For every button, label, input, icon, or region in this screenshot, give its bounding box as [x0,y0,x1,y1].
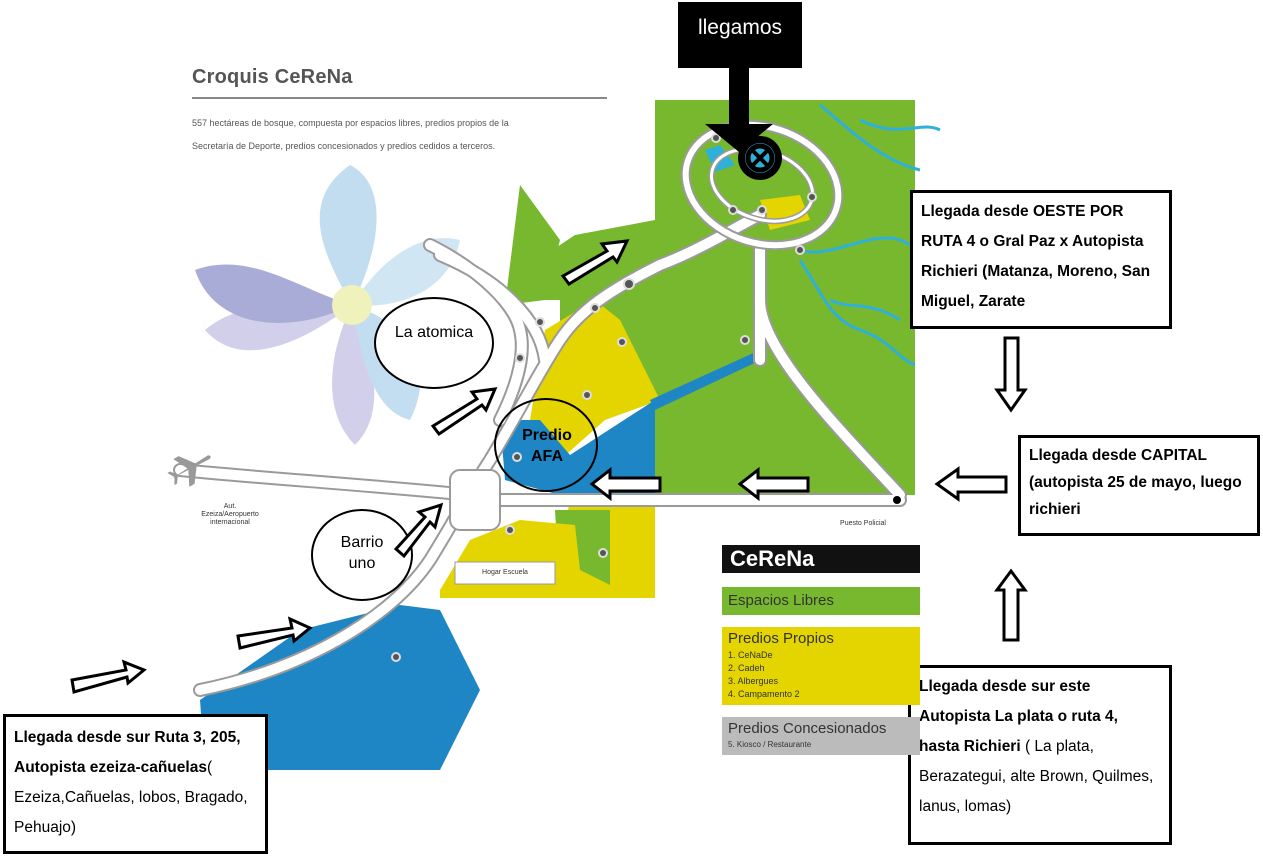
arrow-sur-2 [236,616,313,650]
arrow-atomica [430,387,498,437]
blue-strip [650,350,765,410]
blue-zone-afa [500,400,655,495]
arrow-capital-2 [737,466,810,502]
roads [173,208,907,697]
legend-item: 2. Cadeh [728,663,765,673]
blue-zone-south [200,605,480,770]
arrow-sur-1 [70,659,147,694]
arrival-capital-text: Llegada desde CAPITAL (autopista 25 de m… [1029,447,1242,518]
legend-item: 3. Albergues [728,676,779,686]
la-atomica-ellipse [374,297,494,389]
arrival-oeste-box: Llegada desde OESTE POR RUTA 4 o Gral Pa… [910,190,1172,329]
arrow-capital-3 [934,466,1008,502]
direction-arrows [70,239,1028,694]
predio-afa-label: Predio AFA [522,427,572,465]
title-divider [192,97,607,99]
map-description: 557 hectáreas de bosque, compuesta por e… [192,118,509,151]
airport-label: Aut. Ezeiza/Aeropuerto internacional [201,503,259,526]
destination-marker-icon [738,136,782,180]
legend-item: 5. Kiosco / Restaurante [728,740,812,749]
legend-concesionados-title: Predios Concesionados [728,720,887,737]
legend-item: 4. Campamento 2 [728,689,800,699]
arrival-sur-box: Llegada desde sur Ruta 3, 205, Autopista… [3,714,268,854]
arrival-capital-box: Llegada desde CAPITAL (autopista 25 de m… [1018,435,1260,536]
puesto-dot [893,496,901,504]
map-title: Croquis CeReNa [192,66,353,88]
arrival-sur-este-cities: ( La plata, Berazategui, alte Brown, Qui… [919,738,1154,815]
barrio-uno-ellipse [311,509,413,601]
legend-predios-propios: Predios Propios 1. CeNaDe 2. Cadeh 3. Al… [722,627,920,705]
arrow-oeste-down [994,336,1028,413]
legend-title: CeReNa [722,545,920,573]
arrow-capital-1 [589,466,662,502]
llegamos-arrow-shaft [729,68,749,126]
arrival-sur-este-text: Llegada desde sur este Autopista La plat… [919,678,1118,755]
legend-propios-title: Predios Propios [728,630,834,647]
hogar-escuela-label: Hogar Escuela [482,569,528,576]
junction [449,469,501,531]
arrow-top [560,239,630,286]
legend-item: 1. CeNaDe [728,650,773,660]
cerena-logo [195,165,460,445]
arrow-barrio [393,502,444,559]
predio-afa-ellipse [494,398,598,492]
arrival-sur-text: Llegada desde sur Ruta 3, 205, Autopista… [14,729,241,776]
puesto-policial-label: Puesto Policial [840,520,886,527]
arrival-oeste-text: Llegada desde OESTE POR RUTA 4 o Gral Pa… [921,203,1151,310]
arrival-sur-este-box: Llegada desde sur este Autopista La plat… [908,665,1172,845]
map-legend: CeReNa Espacios Libres Predios Propios 1… [722,545,920,755]
legend-predios-concesionados: Predios Concesionados 5. Kiosco / Restau… [722,717,920,755]
green-zone-left [505,185,560,305]
arrow-sureste-up [994,568,1028,642]
poi-markers [391,133,817,662]
la-atomica-label: La atomica [394,324,474,341]
legend-espacios-libres: Espacios Libres [722,587,920,615]
hogar-escuela-box [454,561,556,585]
airplane-icon [167,455,211,487]
barrio-uno-label: Barrio uno [340,534,384,572]
llegamos-label: llegamos [678,2,802,68]
arrival-sur-cities: ( Ezeiza,Cañuelas, lobos, Bragado, Pehua… [14,759,248,836]
llegamos-arrow-head [705,124,773,152]
